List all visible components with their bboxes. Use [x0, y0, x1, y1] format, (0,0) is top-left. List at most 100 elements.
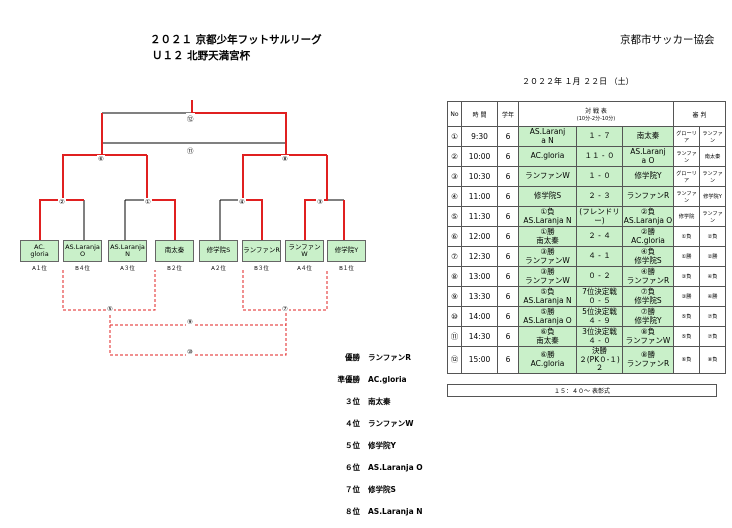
- schedule-cell-ref1: グローリア: [673, 126, 700, 147]
- schedule-cell-no: ④: [447, 186, 462, 207]
- schedule-cell-no: ⑥: [447, 226, 462, 247]
- schedule-cell-mid: ２ - ３: [576, 186, 623, 207]
- schedule-cell-right: 南太秦: [622, 126, 674, 147]
- schedule-cell-no: ③: [447, 166, 462, 187]
- schedule-cell-right: ④勝 ランファンR: [622, 266, 674, 287]
- schedule-cell-time: 13:00: [461, 266, 498, 287]
- team-seed: B４位: [75, 266, 90, 272]
- schedule-cell-no: ⑦: [447, 246, 462, 267]
- schedule-cell-right: AS.Laranj a O: [622, 146, 674, 167]
- ranking-row: ５位修学院Y: [345, 441, 396, 450]
- schedule-cell-ref1: ③勝: [673, 286, 700, 307]
- schedule-cell-ref1: ③負: [673, 266, 700, 287]
- schedule-cell-left: ⑥負 南太秦: [518, 326, 577, 347]
- schedule-cell-right: ⑦負 修学院S: [622, 286, 674, 307]
- match-number: ⑧: [281, 155, 289, 163]
- team-seed: B２位: [167, 266, 182, 272]
- schedule-cell-grade: 6: [497, 166, 519, 187]
- schedule-cell-right: ⑧負 ランファンW: [622, 326, 674, 347]
- schedule-cell-ref2: ②負: [699, 226, 726, 247]
- schedule-cell-ref2: ②勝: [699, 246, 726, 267]
- schedule-cell-time: 11:30: [461, 206, 498, 227]
- schedule-cell-ref1: ⑤負: [673, 326, 700, 347]
- schedule-cell-grade: 6: [497, 126, 519, 147]
- team-seed: A３位: [120, 266, 135, 272]
- schedule-cell-left: ③勝 ランファンW: [518, 246, 577, 267]
- schedule-cell-no: ①: [447, 126, 462, 147]
- schedule-cell-grade: 6: [497, 146, 519, 167]
- schedule-cell-mid: 7位決定戦 ０ - ５: [576, 286, 623, 307]
- schedule-cell-grade: 6: [497, 306, 519, 327]
- schedule-cell-ref2: ランファン: [699, 126, 726, 147]
- schedule-cell-mid: １ - ０: [576, 166, 623, 187]
- header-referee: 審 判: [673, 101, 726, 127]
- team-box: 修学院S: [199, 240, 238, 262]
- match-number: ⑥: [97, 155, 105, 163]
- schedule-cell-left: AC.gloria: [518, 146, 577, 167]
- schedule-cell-grade: 6: [497, 246, 519, 267]
- header-time: 時 間: [461, 101, 498, 127]
- match-number: ⑫: [186, 113, 195, 123]
- schedule-cell-left: ①負 AS.Laranja N: [518, 206, 577, 227]
- schedule-cell-ref1: ①負: [673, 226, 700, 247]
- team-seed: A１位: [32, 266, 47, 272]
- event-date: ２０２２年 １月 ２２日 （土）: [522, 77, 634, 86]
- schedule-cell-ref1: ⑤負: [673, 306, 700, 327]
- schedule-cell-right: ④負 修学院S: [622, 246, 674, 267]
- schedule-cell-ref2: ④勝: [699, 286, 726, 307]
- schedule-cell-right: 修学院Y: [622, 166, 674, 187]
- schedule-cell-time: 12:30: [461, 246, 498, 267]
- schedule-cell-right: ランファンR: [622, 186, 674, 207]
- schedule-cell-left: ①勝 南太秦: [518, 226, 577, 247]
- schedule-cell-time: 11:00: [461, 186, 498, 207]
- schedule-cell-grade: 6: [497, 226, 519, 247]
- team-seed: A２位: [211, 266, 226, 272]
- schedule-cell-ref1: ランファン: [673, 186, 700, 207]
- team-box: AS.Laranja O: [63, 240, 102, 262]
- header-grade: 学年: [497, 101, 519, 127]
- schedule-cell-ref2: ⑦負: [699, 326, 726, 347]
- schedule-cell-ref2: ⑧負: [699, 346, 726, 374]
- schedule-cell-ref2: ④負: [699, 266, 726, 287]
- ranking-row: ４位ランファンW: [345, 419, 414, 428]
- association-name: 京都市サッカー協会: [620, 34, 715, 46]
- schedule-header-row: No 時 間 学年 対 戦 表(10分-2分-10分) 審 判: [447, 101, 726, 127]
- schedule-cell-time: 9:30: [461, 126, 498, 147]
- schedule-cell-grade: 6: [497, 266, 519, 287]
- schedule-cell-time: 10:30: [461, 166, 498, 187]
- schedule-cell-time: 14:30: [461, 326, 498, 347]
- schedule-cell-left: 修学院S: [518, 186, 577, 207]
- ranking-row: 優勝ランファンR: [345, 353, 412, 362]
- team-box: 修学院Y: [327, 240, 366, 262]
- schedule-cell-ref2: ランファン: [699, 166, 726, 187]
- schedule-cell-right: ⑧勝 ランファンR: [622, 346, 674, 374]
- schedule-cell-left: AS.Laranj a N: [518, 126, 577, 147]
- schedule-cell-time: 10:00: [461, 146, 498, 167]
- schedule-cell-right: ②勝 AC.gloria: [622, 226, 674, 247]
- schedule-cell-ref1: ⑥負: [673, 346, 700, 374]
- team-seed: B３位: [254, 266, 269, 272]
- schedule-cell-right: ②負 AS.Laranja O: [622, 206, 674, 227]
- schedule-cell-right: ⑦勝 修学院Y: [622, 306, 674, 327]
- team-seed: B１位: [339, 266, 354, 272]
- schedule-cell-grade: 6: [497, 346, 519, 374]
- schedule-cell-grade: 6: [497, 326, 519, 347]
- schedule-cell-ref1: グローリア: [673, 166, 700, 187]
- schedule-cell-mid: 決勝 ２(PK０-１)２: [576, 346, 623, 374]
- schedule-cell-ref1: ①勝: [673, 246, 700, 267]
- schedule-cell-ref1: ランファン: [673, 146, 700, 167]
- header-match: 対 戦 表(10分-2分-10分): [518, 101, 674, 127]
- schedule-cell-mid: (フレンドリー): [576, 206, 623, 227]
- schedule-cell-grade: 6: [497, 186, 519, 207]
- schedule-cell-no: ⑤: [447, 206, 462, 227]
- schedule-cell-no: ⑫: [447, 346, 462, 374]
